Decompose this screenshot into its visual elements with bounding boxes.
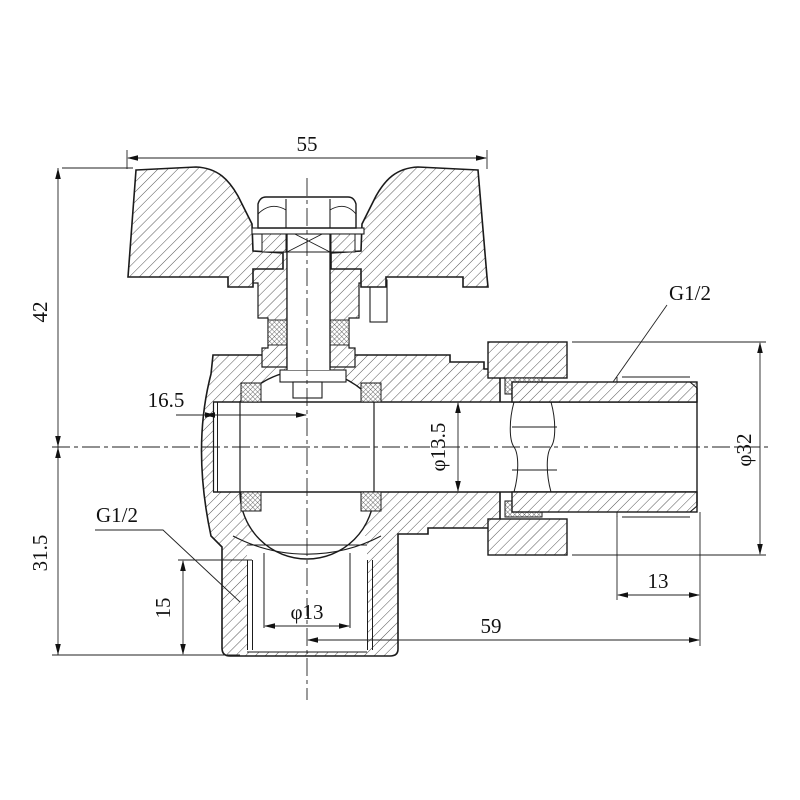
- butterfly-handle: [127, 166, 489, 288]
- dim-dia-32: φ32: [572, 341, 766, 556]
- dim-label-15: 15: [151, 598, 175, 619]
- thread-label-right: G1/2: [669, 281, 711, 305]
- dim-label-dia-32: φ32: [732, 433, 756, 466]
- dim-label-59: 59: [481, 614, 502, 638]
- handle-right-wing: [330, 166, 489, 288]
- dim-15: 15: [151, 559, 252, 655]
- label-thread-bottom: G1/2: [95, 503, 241, 603]
- dim-42: 42: [28, 167, 133, 447]
- centerlines: [52, 178, 770, 700]
- male-adapter: [511, 376, 698, 518]
- dim-13: 13: [616, 512, 701, 646]
- stem-slot: [279, 369, 347, 399]
- dim-59: 59: [307, 614, 700, 643]
- valve-stem: [286, 228, 331, 370]
- dim-label-dia-13-5: φ13.5: [426, 423, 450, 472]
- label-thread-right: G1/2: [612, 281, 711, 383]
- dim-label-16-5: 16.5: [148, 388, 185, 412]
- union-nut: [487, 341, 568, 556]
- dim-55: 55: [126, 132, 488, 169]
- handle-left-wing: [127, 166, 284, 288]
- dim-label-31-5: 31.5: [28, 535, 52, 572]
- dimensions: 55 42 31.5 16.5: [28, 132, 766, 656]
- dim-dia-13: φ13: [264, 600, 350, 629]
- dim-dia-13-5: φ13.5: [426, 402, 461, 492]
- thread-label-bottom: G1/2: [96, 503, 138, 527]
- dim-31-5: 31.5: [28, 447, 240, 656]
- dim-label-13: 13: [648, 569, 669, 593]
- dim-label-55: 55: [297, 132, 318, 156]
- dim-label-42: 42: [28, 302, 52, 323]
- dim-label-dia-13: φ13: [290, 600, 323, 624]
- ball-seats: [240, 382, 382, 512]
- dim-16-5: 16.5: [148, 388, 307, 418]
